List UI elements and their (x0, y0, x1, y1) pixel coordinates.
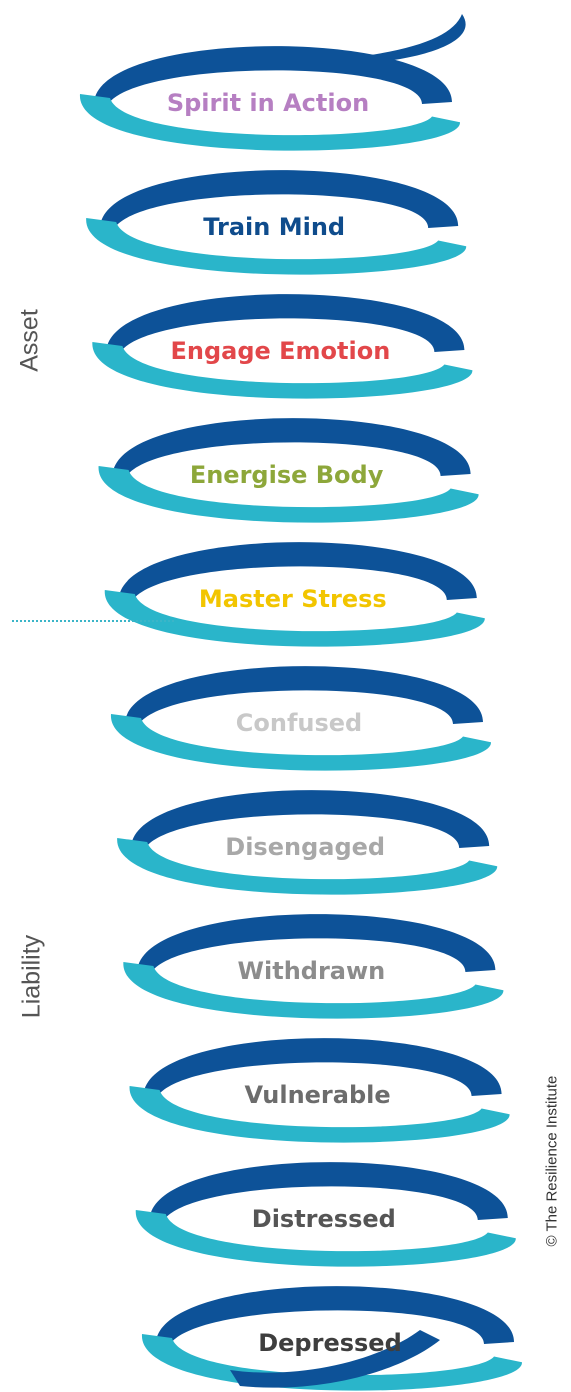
ribbon-dark-band (99, 170, 459, 232)
ribbon-light-band (123, 962, 504, 1019)
ring-center (148, 446, 425, 510)
ribbon-dark-band (149, 1162, 508, 1224)
ring-center (173, 942, 450, 1006)
ribbon-light-band (86, 218, 467, 275)
level-label: Withdrawn (238, 957, 386, 985)
copyright-credit: © The Resilience Institute (543, 1075, 561, 1247)
asset-liability-divider (12, 620, 174, 622)
ribbon-bottom-end (230, 1330, 440, 1388)
level-label: Depressed (258, 1329, 402, 1357)
level-label: Vulnerable (245, 1081, 391, 1109)
level-label: Engage Emotion (170, 337, 390, 365)
ribbon-light-band (129, 1086, 510, 1143)
level-label: Master Stress (199, 585, 387, 613)
asset-side-label: Asset (15, 309, 44, 372)
liability-side-label: Liability (17, 934, 46, 1019)
ring-center (136, 198, 413, 262)
ribbon-dark-band (124, 666, 483, 728)
ring-center (167, 818, 444, 882)
ring-center (142, 322, 419, 386)
ribbon-light-band (117, 838, 498, 895)
helix-ribbons (79, 14, 523, 1391)
level-label: Disengaged (225, 833, 385, 861)
ribbon-dark-band (112, 418, 471, 480)
ribbon-light-band (110, 714, 492, 771)
ribbon-dark-band (118, 542, 477, 604)
ring-center (154, 570, 431, 634)
ribbon-top-end (300, 14, 466, 66)
level-label: Distressed (252, 1205, 396, 1233)
ring-center (185, 1190, 462, 1254)
level-label: Spirit in Action (167, 89, 369, 117)
level-label: Train Mind (203, 213, 345, 241)
level-label: Energise Body (190, 461, 384, 489)
ribbon-dark-band (137, 914, 496, 976)
ribbon-light-band (92, 342, 473, 399)
ring-center (179, 1066, 456, 1130)
ribbon-dark-band (130, 790, 490, 852)
ring-center (130, 74, 406, 138)
ribbon-dark-band (106, 294, 465, 356)
ribbon-light-band (79, 94, 461, 151)
level-label: Confused (236, 709, 362, 737)
ribbon-dark-band (143, 1038, 502, 1100)
ribbon-light-band (135, 1210, 516, 1267)
ribbon-light-band (98, 466, 479, 523)
ribbon-dark-band (93, 46, 452, 108)
ribbon-light-band (104, 590, 485, 647)
ring-center (161, 694, 437, 758)
ribbon-dark-band (155, 1286, 514, 1348)
